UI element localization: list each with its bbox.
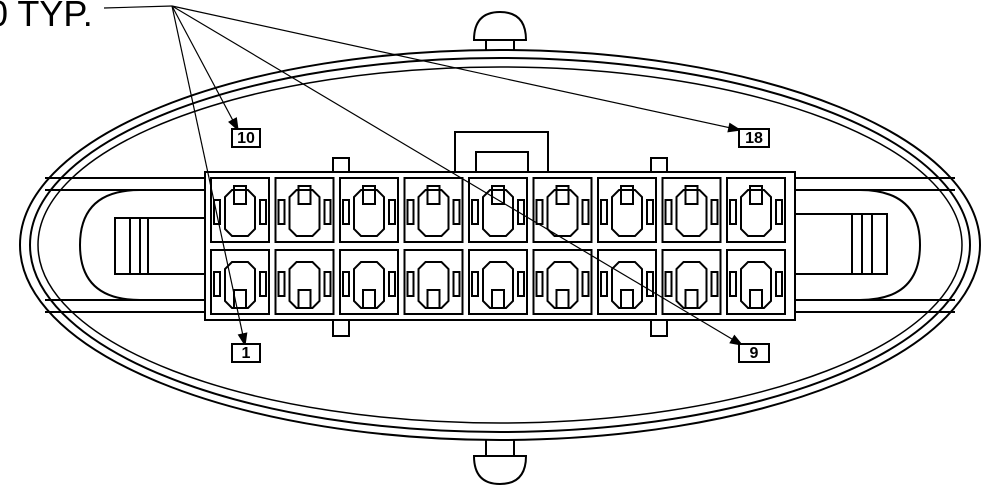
right-slot	[795, 189, 922, 301]
leader-arrowhead	[237, 332, 248, 347]
pin-label-18: 18	[738, 128, 770, 148]
cavity	[468, 249, 528, 315]
cavity	[661, 249, 722, 315]
cavity	[403, 249, 464, 315]
leader-line	[171, 5, 239, 131]
cavity	[532, 249, 593, 315]
leader-line	[171, 5, 741, 131]
cavity	[339, 249, 399, 315]
cavity	[274, 177, 335, 243]
outer-ellipse-inner	[29, 57, 971, 433]
pin-label-9: 9	[738, 343, 770, 363]
leader-arrowhead	[228, 117, 239, 132]
cavity	[726, 177, 786, 243]
left-slot	[78, 189, 205, 301]
callout-text: 0 TYP.	[0, 0, 93, 34]
cavity	[532, 177, 593, 243]
cavity	[726, 249, 786, 315]
cavity	[597, 177, 657, 243]
cavity	[403, 177, 464, 243]
cavity	[274, 249, 335, 315]
leader-line	[171, 5, 743, 346]
leader-arrowhead	[729, 334, 744, 346]
cavity	[339, 177, 399, 243]
inner-ellipse	[37, 66, 963, 424]
bottom-latch-head	[472, 455, 528, 486]
cavity	[210, 177, 270, 243]
pin-label-10: 10	[231, 128, 261, 148]
leader-arrowhead	[727, 122, 742, 133]
callout-underline	[103, 5, 173, 9]
pin-label-1: 1	[231, 343, 261, 363]
cavity	[597, 249, 657, 315]
cavity	[468, 177, 528, 243]
cavity	[661, 177, 722, 243]
leader-line	[171, 5, 246, 346]
top-latch-head	[472, 10, 528, 41]
cavity	[210, 249, 270, 315]
